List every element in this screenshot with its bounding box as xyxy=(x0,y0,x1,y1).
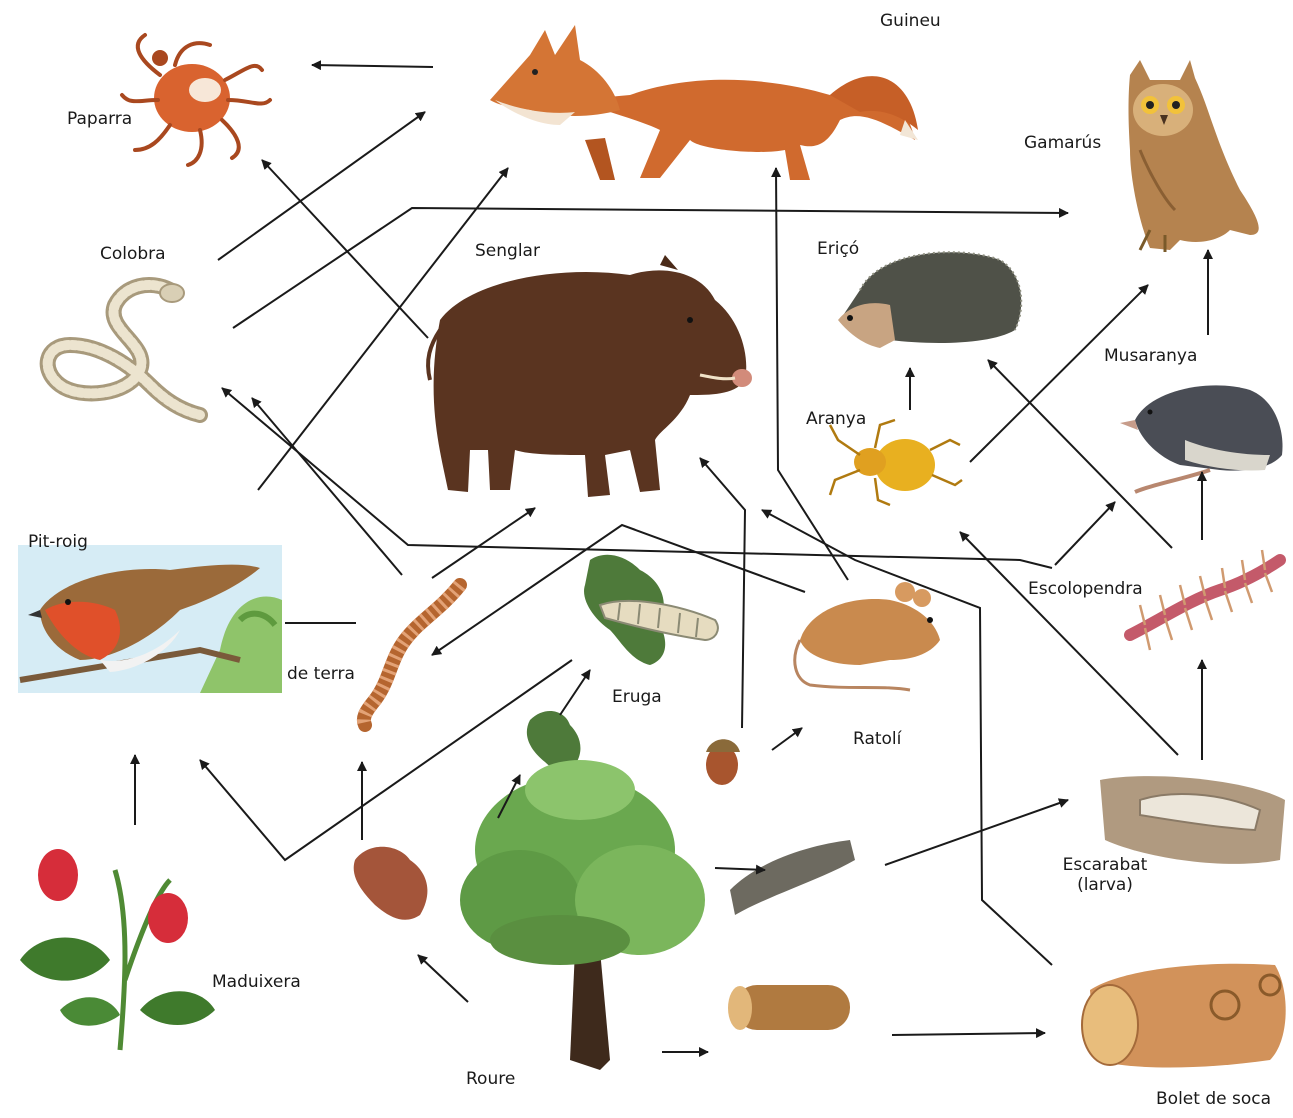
label-aranya: Aranya xyxy=(806,410,866,430)
label-escarabat-name: Escarabat xyxy=(1050,856,1160,876)
label-escolopendra: Escolopendra xyxy=(1028,580,1143,600)
beetle-larva-illustration xyxy=(1100,776,1285,864)
dead-leaf-illustration xyxy=(354,847,428,920)
arrow-scolo-to-hedgehog xyxy=(988,360,1172,548)
label-escarabat-sub: (larva) xyxy=(1050,876,1160,896)
mouse-illustration xyxy=(795,582,940,690)
arrow-fox-to-tick xyxy=(312,65,433,67)
label-eruga: Eruga xyxy=(612,688,662,708)
owl-illustration xyxy=(1129,60,1259,252)
arrow-scolo-to-shrew xyxy=(1055,502,1115,565)
robin-picture xyxy=(18,545,282,693)
arrow-boar-to-tick xyxy=(262,160,428,338)
label-gamarus: Gamarús xyxy=(1024,134,1101,154)
label-bolet-de-soca: Bolet de soca xyxy=(1156,1090,1271,1110)
label-escarabat: Escarabat (larva) xyxy=(1050,856,1160,895)
hedgehog-illustration xyxy=(838,252,1021,348)
arrow-bark-to-larva xyxy=(885,800,1068,865)
label-colobra: Colobra xyxy=(100,245,166,265)
arrow-mouse-to-fox xyxy=(776,168,848,580)
bark-piece-illustration xyxy=(730,840,855,915)
label-maduixera: Maduixera xyxy=(212,973,301,993)
acorn-illustration xyxy=(706,739,740,785)
label-erico: Eriçó xyxy=(817,240,859,260)
arrow-snake-to-fox xyxy=(218,112,425,260)
arrow-acorn-to-mouse xyxy=(772,728,802,750)
label-ratoli: Ratolí xyxy=(853,730,901,750)
arrow-tree-to-bark xyxy=(715,868,765,870)
label-musaranya: Musaranya xyxy=(1104,347,1197,367)
arrow-fungus-to-boar xyxy=(762,510,1052,965)
strawberry-plant-illustration xyxy=(20,849,215,1050)
centipede-illustration xyxy=(1130,550,1280,650)
arrow-acorn-to-boar xyxy=(700,458,745,728)
tick-illustration xyxy=(122,35,270,165)
arrow-leaf-to-caterpillar xyxy=(560,670,590,715)
arrow-worm-to-boar xyxy=(432,508,535,578)
earthworm-illustration xyxy=(364,585,460,725)
small-log-illustration xyxy=(728,985,850,1030)
label-paparra: Paparra xyxy=(67,110,132,130)
arrow-tree-to-deadleaf xyxy=(418,955,468,1002)
label-guineu: Guineu xyxy=(880,12,941,32)
arrow-log-to-fungus xyxy=(892,1033,1045,1035)
caterpillar-illustration xyxy=(584,555,718,665)
oak-tree-illustration xyxy=(460,760,705,1070)
label-cuc-de-terra: de terra xyxy=(287,665,355,685)
arrow-larva-to-spider xyxy=(960,532,1178,755)
label-roure: Roure xyxy=(466,1070,515,1090)
bracket-fungus-illustration xyxy=(1082,964,1286,1068)
snake-illustration xyxy=(48,284,200,415)
fox-illustration xyxy=(490,25,918,180)
spider-illustration xyxy=(830,420,962,505)
label-senglar: Senglar xyxy=(475,242,540,262)
label-pitroig: Pit-roig xyxy=(28,533,88,553)
